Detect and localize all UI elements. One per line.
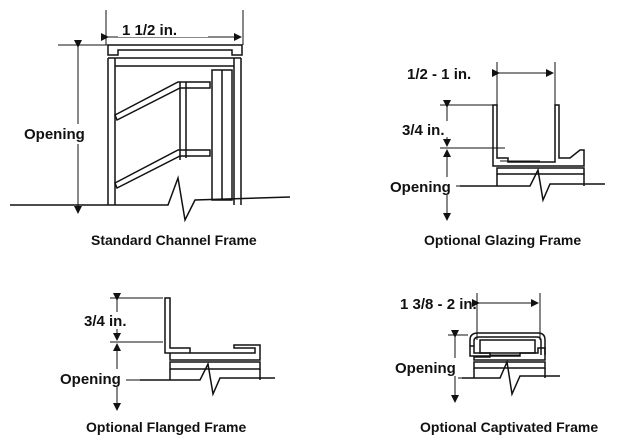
captivated-opening-label: Opening: [395, 360, 456, 377]
flanged-frame-diagram: 3/4 in. Opening Optional Flanged Frame: [58, 293, 275, 435]
captivated-frame-diagram: 1 3/8 - 2 in. Opening Optional Captivate…: [393, 293, 598, 435]
glazing-width-label: 1/2 - 1 in.: [407, 66, 471, 83]
captivated-width-label: 1 3/8 - 2 in.: [400, 296, 477, 313]
standard-channel-frame-diagram: 1 1/2 in. Opening Standard Channel Frame: [10, 10, 291, 248]
glazing-opening-label: Opening: [390, 179, 451, 196]
standard-opening-label: Opening: [24, 126, 85, 143]
glazing-frame-diagram: 1/2 - 1 in. 3/4 in. Opening Optional Gla…: [388, 62, 605, 248]
standard-width-label: 1 1/2 in.: [122, 22, 177, 39]
flanged-depth-label: 3/4 in.: [84, 313, 127, 330]
flanged-opening-label: Opening: [60, 371, 121, 388]
glazing-depth-label: 3/4 in.: [402, 122, 445, 139]
glazing-caption: Optional Glazing Frame: [424, 232, 581, 248]
flanged-caption: Optional Flanged Frame: [86, 419, 246, 435]
standard-caption: Standard Channel Frame: [91, 232, 257, 248]
captivated-caption: Optional Captivated Frame: [420, 419, 598, 435]
